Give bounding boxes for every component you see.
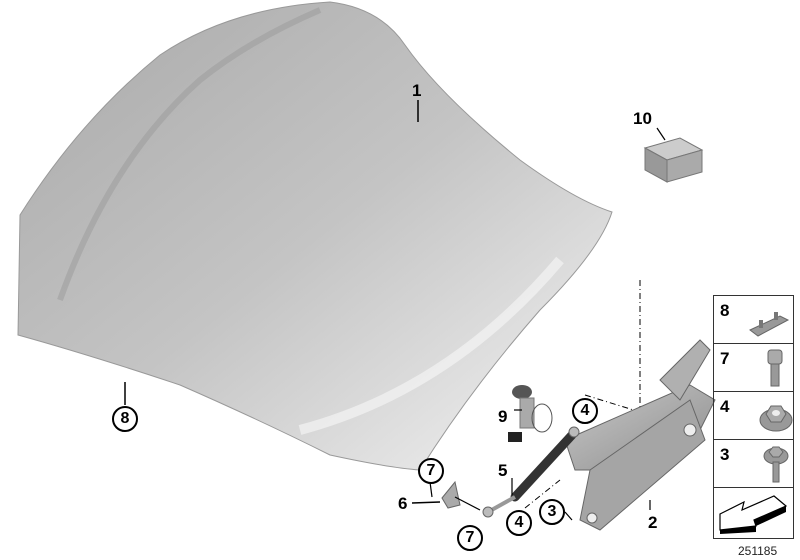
- bracket: [441, 480, 461, 509]
- callout-5-gas-strut: 5: [498, 461, 508, 480]
- gas-strut: [482, 426, 580, 518]
- callout-7-screw-upper: 7: [418, 458, 444, 484]
- legend-cell-clip-plate: 8: [714, 296, 793, 344]
- legend-label: 7: [720, 349, 730, 368]
- legend-label: 3: [720, 445, 730, 464]
- hex-collar-nut-icon: [759, 405, 793, 432]
- callout-7-screw-lower: 7: [457, 525, 483, 551]
- legend-cell-hex-collar-nut: 4: [714, 392, 793, 440]
- callout-3-screw: 3: [539, 499, 565, 525]
- legend-label: 8: [720, 301, 730, 320]
- hood-crease: [57, 7, 322, 302]
- kit-box: [643, 137, 704, 183]
- small-parts-legend: 8 7 4 3: [713, 295, 794, 539]
- callout-10-kit: 10: [633, 109, 652, 128]
- hex-socket-screw-icon: [767, 349, 783, 387]
- callout-4-nut-upper: 4: [572, 398, 598, 424]
- diagram-code: 251185: [738, 544, 778, 558]
- hood-edge-highlight: [298, 256, 564, 435]
- axis-line-2: [584, 394, 641, 413]
- hex-flange-screw-icon: [763, 446, 789, 483]
- legend-cell-direction-arrow: [714, 488, 793, 538]
- callout-2-hinge: 2: [648, 513, 658, 532]
- hinge-assembly: [564, 339, 716, 531]
- callout-9-sensor: 9: [498, 407, 508, 426]
- legend-cell-hex-socket-screw: 7: [714, 344, 793, 392]
- direction-arrow-icon: [719, 495, 788, 534]
- callout-1-hood: 1: [412, 81, 422, 100]
- clip-plate-icon: [749, 312, 790, 337]
- sensor-switch: [508, 385, 553, 442]
- callout-4-nut-lower: 4: [506, 510, 532, 536]
- callout-8-hood-pad: 8: [112, 406, 138, 432]
- legend-label: 4: [720, 397, 730, 416]
- legend-cell-hex-flange-screw: 3: [714, 440, 793, 488]
- callout-6-bracket: 6: [398, 494, 408, 513]
